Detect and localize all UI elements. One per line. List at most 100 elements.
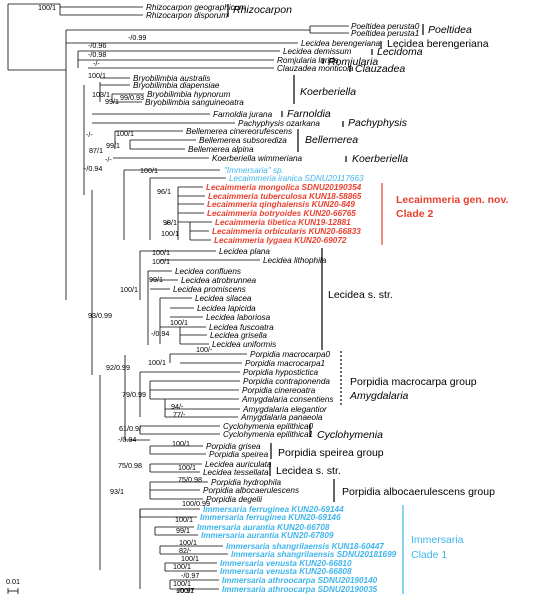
taxon-label: Poeltidea perusta1 xyxy=(351,29,419,38)
support-value: 103/1 xyxy=(92,90,110,99)
support-value: 94/- xyxy=(171,402,184,411)
group-label: Clade 1 xyxy=(411,549,447,561)
taxon-label: Lecaimmeria orbicularis KUN20-66833 xyxy=(212,227,361,236)
taxon-label: Porpidia degelii xyxy=(206,495,262,504)
taxon-label: Lecidea auriculata xyxy=(205,460,272,469)
taxon-label: Lecaimmeria lygaea KUN20-69072 xyxy=(214,236,347,245)
taxon-label: Bryobilimbia hypnorum xyxy=(147,90,230,99)
taxon-label: Lecidea confluens xyxy=(175,267,241,276)
taxon-label: Lecidea lithophila xyxy=(263,256,327,265)
taxon-label: Bellemerea cinereorufescens xyxy=(186,127,292,136)
group-label: Pachyphysis xyxy=(348,117,408,129)
taxon-label: Bellemerea alpina xyxy=(188,145,254,154)
support-value: 100/1 xyxy=(38,3,56,12)
taxon-label: Immersaria athroocarpa SDNU20190140 xyxy=(222,576,378,585)
support-value: 99/1 xyxy=(106,141,120,150)
support-value: 99/1 xyxy=(149,275,163,284)
group-label: Romjularia xyxy=(328,56,378,68)
support-value: 100/0.99 xyxy=(182,499,210,508)
support-value: 100/1 xyxy=(173,579,191,588)
taxon-label: Lecaimmeria qinghaiensis KUN20-849 xyxy=(207,200,355,209)
taxon-label: Immersaria venusta KUN20-66810 xyxy=(220,559,352,568)
support-value: 100/- xyxy=(196,345,213,354)
support-value: -/0.94 xyxy=(84,164,102,173)
support-value: -/0.97 xyxy=(181,571,199,580)
group-label: Koerberiella xyxy=(352,153,408,165)
taxon-label: Amygdalaria elegantior xyxy=(242,405,327,414)
taxon-label: Cyclohymenia epilithica1 xyxy=(223,430,313,439)
taxon-label: Immersaria aurantia KUN20-66708 xyxy=(197,523,330,532)
taxon-label: Koerberiella wimmeriana xyxy=(212,154,303,163)
taxon-label: Bryobilimbia sanguineoatra xyxy=(145,98,244,107)
taxon-label: Porpidia albocaerulescens xyxy=(203,486,299,495)
support-value: 100/1 xyxy=(172,439,190,448)
taxon-label: Lecaimmeria botryoides KUN20-66765 xyxy=(207,209,356,218)
support-value: 100/1 xyxy=(181,554,199,563)
taxon-label: Immersaria ferruginea KUN20-69144 xyxy=(203,505,344,514)
taxon-label: Bryobilimbia diapensiae xyxy=(133,81,220,90)
taxon-label: Pachyphysis ozarkana xyxy=(238,119,320,128)
taxon-label: Immersaria athroocarpa SDNU20190035 xyxy=(222,585,378,594)
taxon-label: Lecidea promiscens xyxy=(173,285,246,294)
taxon-label: Lecidea plana xyxy=(219,247,270,256)
support-value: 100/1 xyxy=(148,358,166,367)
taxon-label: "Immersaria" sp. xyxy=(224,166,284,175)
taxon-label: Cyclohymenia epilithica0 xyxy=(223,422,314,431)
group-label: Porpidia speirea group xyxy=(278,447,384,459)
support-value: -/0.99 xyxy=(128,33,146,42)
support-value: -/- xyxy=(93,59,100,68)
support-value: 61/0.9/ xyxy=(119,424,141,433)
group-label: Immersaria xyxy=(411,534,464,546)
support-value: 92/0.99 xyxy=(106,363,130,372)
taxon-label: Lecidea lapicida xyxy=(197,304,256,313)
support-value: -/0.97 xyxy=(176,586,194,595)
support-value: 77/- xyxy=(173,410,186,419)
support-value: 79/0.99 xyxy=(122,390,146,399)
support-value: 99/1 xyxy=(176,526,190,535)
taxon-label: Lecidea silacea xyxy=(195,294,252,303)
support-value: 87/1 xyxy=(89,146,103,155)
taxon-label: Immersaria shangrilaensis SDNU20181699 xyxy=(231,550,397,559)
group-label: Lecaimmeria gen. nov. xyxy=(396,194,509,206)
taxon-label: Lecidea atrobrunnea xyxy=(181,276,257,285)
support-value: 100/1 xyxy=(88,71,106,80)
scale-bar: 0.01 xyxy=(6,577,20,594)
taxon-label: Amygdalaria panaeola xyxy=(240,413,323,422)
group-label: Bellemerea xyxy=(305,134,358,146)
group-label: Amygdalaria xyxy=(349,390,409,402)
group-label: Poeltidea xyxy=(428,24,472,36)
taxon-label: Porpidia hypostictica xyxy=(243,368,319,377)
support-value: 100/1 xyxy=(116,129,134,138)
taxon-label: Romjularia lurida xyxy=(277,56,339,65)
group-label: Clauzadea xyxy=(355,63,405,75)
support-value: -/0.96 xyxy=(88,41,106,50)
scale-bar-label: 0.01 xyxy=(6,577,20,586)
support-value: -/- xyxy=(86,130,93,139)
group-label: Porpidia albocaerulescens group xyxy=(342,486,495,498)
support-value: 93/0.99 xyxy=(88,311,112,320)
taxon-label: Lecidea berengeriana xyxy=(301,39,381,48)
support-value: 99/0.93 xyxy=(120,93,144,102)
taxon-label: Amygdalaria consentiens xyxy=(241,395,333,404)
group-label: Lecidea s. str. xyxy=(328,289,393,301)
support-value: 100/1 xyxy=(179,538,197,547)
group-label: Rhizocarpon xyxy=(233,4,292,16)
support-value: 100/1 xyxy=(161,229,179,238)
group-label: Cyclohymenia xyxy=(317,429,383,441)
taxon-label: Clauzadea monticola xyxy=(277,64,354,73)
group-label: Lecidea berengeriana xyxy=(387,38,489,50)
tree-branches xyxy=(7,3,349,590)
taxon-label: Immersaria venusta KUN20-66808 xyxy=(220,567,352,576)
taxon-label: Lecidea demissum xyxy=(283,47,351,56)
group-label: Lecidea s. str. xyxy=(276,465,341,477)
taxon-label: Lecidea tessellata xyxy=(203,468,269,477)
taxon-label: Porpidia macrocarpa0 xyxy=(250,350,331,359)
taxon-label: Lecidea grisella xyxy=(210,331,267,340)
support-value: 100/1 xyxy=(175,515,193,524)
group-label: Koerberiella xyxy=(300,86,356,98)
taxon-label: Lecaimmeria mongolica SDNU20190354 xyxy=(206,183,362,192)
